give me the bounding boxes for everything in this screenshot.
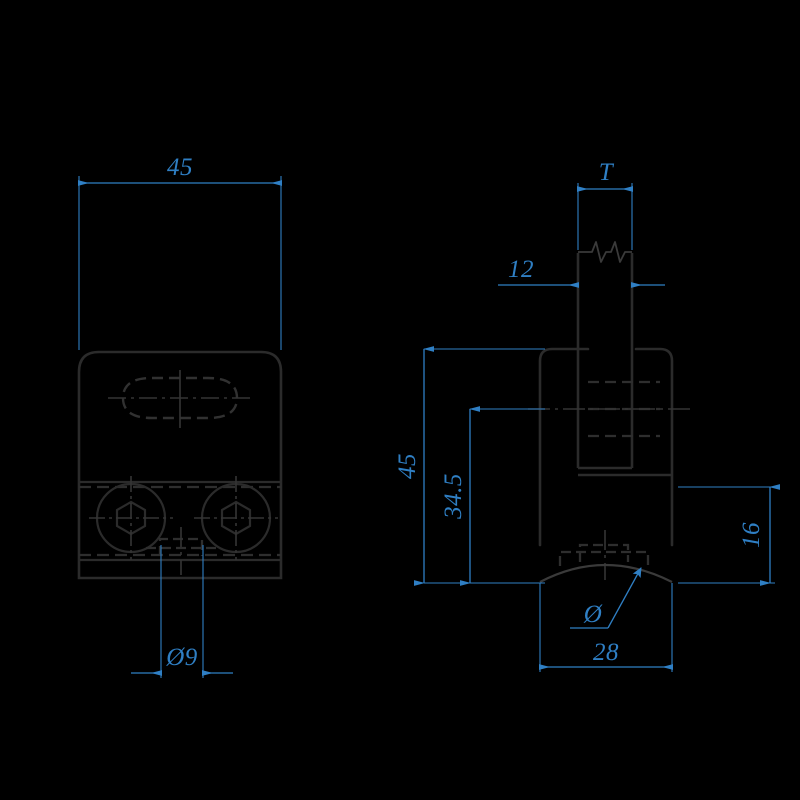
dim-side-base-28: 28 [539,583,673,672]
dim-label-d9: Ø9 [165,644,198,671]
dim-label-34-5: 34.5 [440,473,467,520]
zigzag-break [578,241,632,263]
vertical-column [576,253,672,477]
dim-label-16: 16 [738,522,765,548]
right-circle-centerlines [194,476,278,560]
dim-label-45: 45 [167,154,193,181]
dim-label-28: 28 [593,639,619,666]
dim-label-diameter: Ø [583,601,603,628]
stub-outer [558,550,650,566]
left-circle-centerlines [89,476,173,560]
obround-slot [121,376,239,420]
body-outline [77,350,283,580]
side-bottom-stub [558,543,650,566]
dim-side-height-16: 16 [678,484,780,586]
stub-inner [578,543,630,562]
body-right-profile [634,347,674,547]
dim-side-radius-leader: Ø [570,567,642,629]
front-view [77,350,283,580]
dim-label-12: 12 [508,256,534,283]
body-left-profile [538,347,590,547]
dim-label-45: 45 [394,453,421,479]
dim-side-thickness-T: T [577,159,633,250]
dim-side-width-12: 12 [498,256,665,288]
dim-side-height-45: 45 [394,346,545,586]
dim-front-hole-d9: Ø9 [131,545,233,678]
slot-outline [121,376,239,420]
side-body-block [538,347,674,547]
break-line [578,241,632,263]
dim-front-width-45: 45 [78,154,282,350]
dim-label-T: T [599,159,615,186]
bottom-arc [539,563,673,583]
dim-side-height-34-5: 34.5 [440,406,545,586]
leader-line [607,567,642,629]
